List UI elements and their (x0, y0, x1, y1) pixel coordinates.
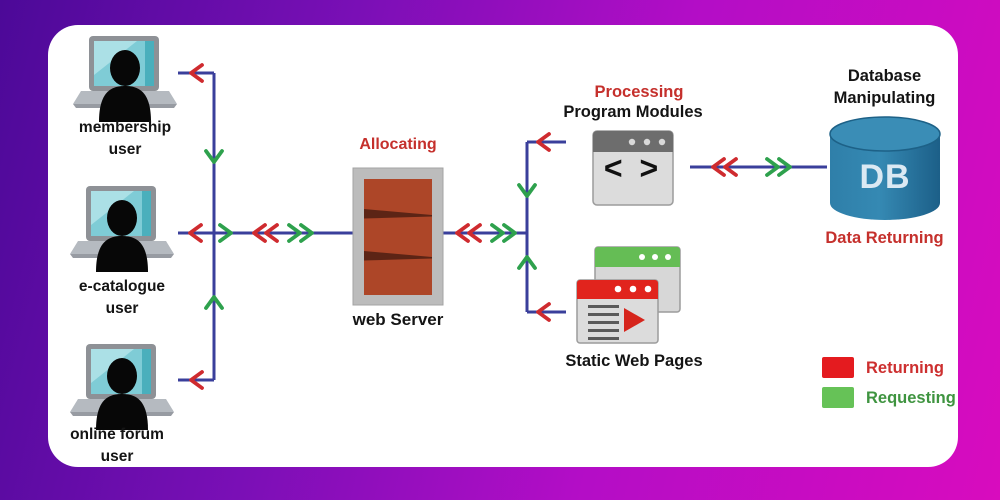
web-server-icon (352, 167, 444, 306)
database-manipulating-label: Database Manipulating (833, 67, 936, 108)
web-server-label: web Server (352, 310, 444, 329)
processing-label: Processing (594, 83, 684, 101)
user-label-ecatalogue: e-catalogue user (78, 278, 166, 318)
user-label-onlineforum: online forum user (70, 426, 164, 466)
legend-requesting-swatch (822, 387, 854, 408)
user-laptop-icon (70, 186, 174, 272)
legend-requesting-label: Requesting (866, 389, 956, 407)
data-returning-label: Data Returning (825, 229, 944, 247)
static-web-pages-icon (576, 246, 681, 344)
user-laptop-icon (70, 344, 174, 430)
diagram-card (48, 25, 958, 467)
code-glyph: < > (603, 150, 663, 186)
user-label-membership: membership user (78, 119, 172, 159)
user-laptop-icon (73, 36, 177, 122)
static-web-pages-label: Static Web Pages (565, 352, 703, 370)
requesting-arrows (204, 149, 792, 310)
db-label: DB (859, 158, 911, 196)
legend-returning-label: Returning (866, 359, 944, 377)
database-icon (829, 116, 941, 220)
program-modules-icon (592, 130, 674, 206)
program-modules-label: Program Modules (563, 103, 703, 121)
allocating-label: Allocating (359, 136, 437, 153)
legend-returning-swatch (822, 357, 854, 378)
